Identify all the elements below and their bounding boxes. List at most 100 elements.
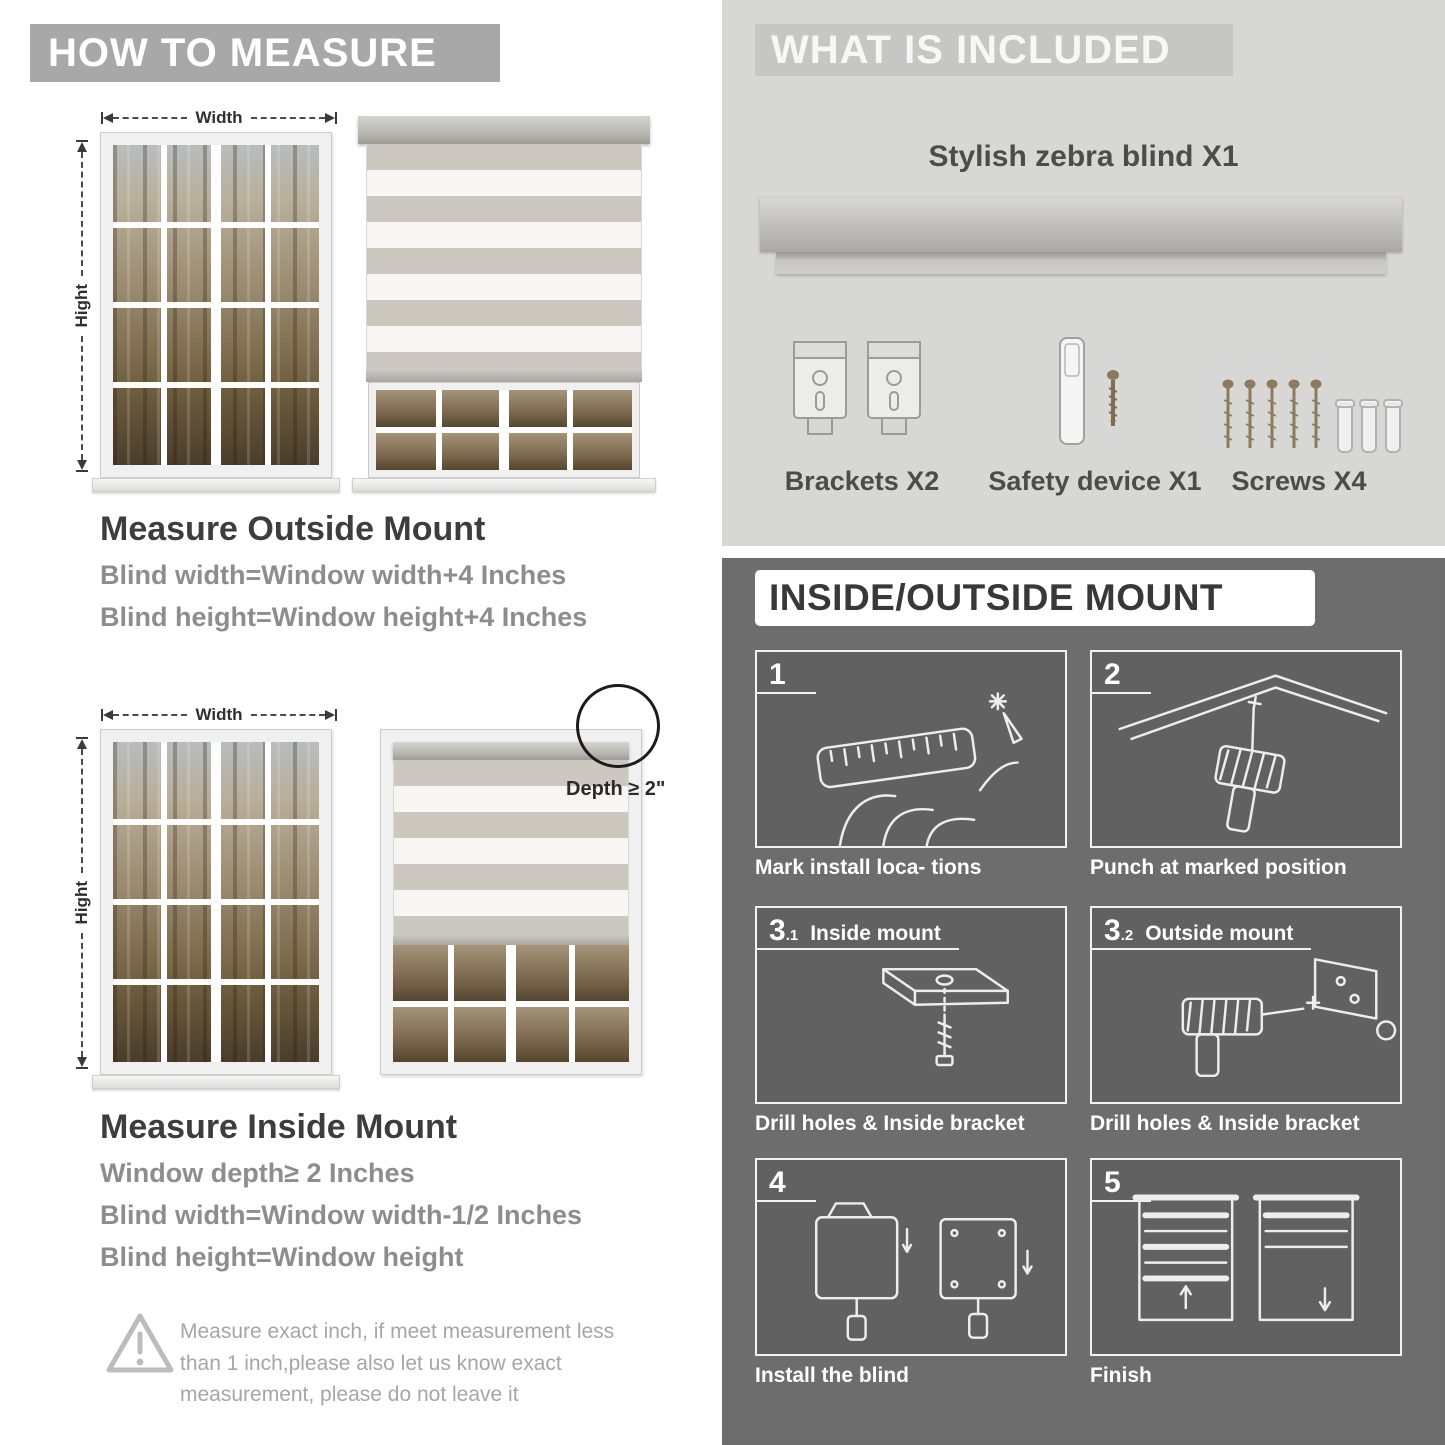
step-1-illustration: [816, 692, 1023, 847]
step-5-illustration: [1132, 1194, 1360, 1322]
arrow-end-tick: [76, 140, 88, 142]
window-pane: [572, 433, 632, 470]
window-pane: [572, 390, 632, 427]
window-pane: [441, 390, 501, 427]
window-sill: [92, 1075, 340, 1089]
step-4-illustration: [814, 1202, 1033, 1341]
window-pane: [514, 1006, 569, 1062]
outside-mount-heading: Measure Outside Mount: [100, 510, 486, 548]
arrow-dash: [113, 117, 188, 119]
window-sill: [92, 478, 340, 492]
step-4-caption: Install the blind: [755, 1364, 910, 1387]
window-panes: [393, 945, 629, 1062]
step-2-illustration: [1118, 674, 1388, 833]
arrow-dash: [250, 117, 325, 119]
window-pane: [453, 945, 508, 1001]
arrow-dash: [250, 714, 325, 716]
step-number: 3 .1 Inside mount: [757, 908, 959, 950]
outside-mount-line-1: Blind width=Window width+4 Inches: [100, 560, 567, 590]
outside-mount-blind-illustration: [358, 116, 650, 478]
window-mullion: [499, 390, 509, 470]
window-pane: [514, 945, 569, 1001]
mount-banner: INSIDE/OUTSIDE MOUNT: [755, 570, 1315, 626]
height-arrow: Hight: [72, 140, 92, 472]
warning-icon: [106, 1313, 174, 1373]
depth-callout-label: Depth ≥ 2": [566, 778, 666, 800]
window-mullion: [506, 945, 516, 1062]
arrow-end-tick: [335, 709, 337, 721]
safety-device-label: Safety device X1: [988, 466, 1202, 496]
mount-title: INSIDE/OUTSIDE MOUNT: [769, 577, 1224, 618]
step-number: 2: [1092, 652, 1151, 694]
window-panes: [113, 742, 319, 1062]
arrow-end-tick: [76, 470, 88, 472]
width-label: Width: [195, 108, 243, 127]
window-illustration-outside: [100, 132, 332, 478]
step-panel-4: 4: [755, 1158, 1067, 1356]
screw-icon: [1107, 370, 1119, 426]
width-arrow: Width: [101, 705, 337, 725]
zebra-blind-label: Stylish zebra blind X1: [928, 140, 1239, 173]
window-below-blind: [368, 382, 640, 478]
arrow-end-tick: [101, 709, 103, 721]
arrow-end-tick: [101, 112, 103, 124]
step-1-caption: Mark install loca- tions: [755, 856, 982, 879]
step-number: 5: [1092, 1160, 1151, 1202]
bracket-icon: [793, 341, 847, 435]
inside-mount-inner: [393, 742, 629, 1062]
arrow-end-tick: [76, 1067, 88, 1069]
arrow-dash: [81, 749, 83, 874]
arrow-dash: [81, 932, 83, 1057]
step-number: 3 .2 Outside mount: [1092, 908, 1312, 950]
arrow-left-head: [103, 710, 113, 720]
blind-bottomrail: [366, 370, 642, 382]
arrow-up-head: [77, 739, 87, 749]
step-panel-5: 5: [1090, 1158, 1402, 1356]
arrow-dash: [81, 335, 83, 460]
wall-anchors-icon: [1335, 399, 1403, 453]
window-pane: [393, 945, 448, 1001]
arrow-down-head: [77, 460, 87, 470]
step-panel-3-2: 3 .2 Outside mount: [1090, 906, 1402, 1104]
arrow-up-head: [77, 142, 87, 152]
screws-label: Screws X4: [1231, 466, 1367, 496]
safety-device-icon: [1059, 337, 1085, 445]
inside-mount-heading: Measure Inside Mount: [100, 1108, 458, 1146]
included-section: WHAT IS INCLUDED Stylish zebra blind X1: [722, 0, 1445, 546]
window-pane: [376, 433, 436, 470]
zebra-shade: [366, 144, 642, 370]
window-pane: [507, 390, 567, 427]
depth-callout-circle: [576, 684, 660, 768]
zebra-shade: [393, 760, 629, 935]
brackets-label: Brackets X2: [784, 466, 940, 496]
arrow-right-head: [325, 113, 335, 123]
what-is-included-banner: WHAT IS INCLUDED: [755, 24, 1233, 76]
window-below-blind: [393, 945, 629, 1062]
window-pane: [376, 390, 436, 427]
window-pane: [574, 945, 629, 1001]
window-pane: [393, 1006, 448, 1062]
how-to-measure-title: HOW TO MEASURE: [48, 30, 437, 75]
how-to-measure-banner: HOW TO MEASURE: [30, 24, 500, 82]
outside-mount-line-2: Blind height=Window height+4 Inches: [100, 602, 588, 632]
step-3-2-caption: Drill holes & Inside bracket: [1090, 1112, 1360, 1135]
arrow-down-head: [77, 1057, 87, 1067]
step-5-caption: Finish: [1090, 1364, 1152, 1387]
step-3-1-caption: Drill holes & Inside bracket: [755, 1112, 1025, 1135]
arrow-end-tick: [76, 737, 88, 739]
window-panes: [376, 390, 632, 470]
bracket-icon: [867, 341, 921, 435]
window-illustration-inside: [100, 729, 332, 1075]
step-panel-3-1: 3 .1 Inside mount: [755, 906, 1067, 1104]
measure-warning-text: Measure exact inch, if meet measurement …: [180, 1320, 615, 1406]
step-3-1-illustration: [882, 967, 1009, 1067]
width-label: Width: [195, 705, 243, 724]
step-number: 4: [757, 1160, 816, 1202]
arrow-left-head: [103, 113, 113, 123]
blind-headrail: [393, 742, 629, 760]
step-3-2-illustration: [1181, 958, 1397, 1078]
width-arrow: Width: [101, 108, 337, 128]
window-pane: [441, 433, 501, 470]
height-arrow: Hight: [72, 737, 92, 1069]
inside-mount-blind-illustration: [380, 729, 642, 1075]
